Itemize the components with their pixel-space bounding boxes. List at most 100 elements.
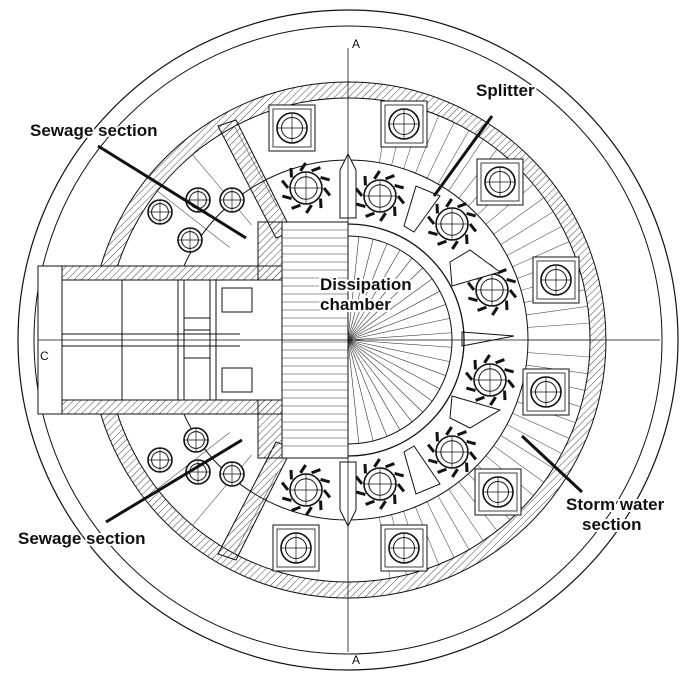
impeller-blade [477, 305, 487, 312]
fan-line [347, 339, 413, 423]
pump-unit [464, 354, 516, 406]
leader-splitter [432, 115, 494, 197]
impeller-blade [451, 468, 459, 478]
fan-line [347, 339, 401, 431]
radial-line [493, 197, 544, 235]
splitter-wedge [403, 445, 441, 495]
impeller-blade [280, 481, 290, 491]
leader-sewage-bottom [105, 438, 243, 524]
impeller-blade [495, 358, 505, 365]
impeller-blade [299, 464, 307, 474]
impeller-blade [506, 277, 517, 284]
impeller-blade [322, 489, 332, 499]
impeller-blade [445, 198, 453, 208]
outer-boundary-circle [17, 9, 679, 671]
radial-line [526, 306, 588, 316]
fan-line [347, 239, 374, 341]
leader-storm [520, 434, 584, 494]
pump-frame-inner [384, 104, 424, 144]
pump-unit [532, 256, 580, 304]
impeller-blade [504, 367, 515, 374]
pump-unit [476, 158, 524, 206]
inlet-wall-bottom [61, 399, 283, 415]
pump-frame-inner [272, 108, 312, 148]
pump-unit [268, 104, 316, 152]
radial-line [512, 241, 570, 268]
impeller-blade [355, 490, 366, 497]
impeller-blade [373, 458, 381, 468]
impeller-blade [508, 289, 518, 299]
pump-unit [474, 468, 522, 516]
pump-frame-inner [480, 162, 520, 202]
impeller-blade [445, 426, 453, 436]
impeller-blade [385, 174, 395, 181]
fan-line [347, 267, 424, 341]
fan-line [347, 339, 450, 362]
impeller-blade [491, 306, 499, 316]
impeller-blade [427, 458, 438, 465]
impeller-blade [291, 203, 301, 210]
radial-line [157, 190, 230, 248]
radial-line [527, 352, 590, 358]
inner-boundary-circle [33, 25, 663, 655]
inlet-wall-top [61, 265, 283, 281]
impeller-blade [365, 499, 375, 506]
fan-line [347, 332, 452, 341]
radial-line [500, 211, 554, 245]
axis-marker-left: C [40, 349, 49, 363]
fan-line [347, 290, 440, 341]
pump-unit [380, 524, 428, 572]
radial-line [448, 489, 484, 541]
pump-unit [219, 187, 245, 213]
impeller-blade [489, 396, 497, 406]
inlet-gate-4 [183, 345, 211, 359]
pump-frame-inner [526, 372, 566, 412]
pump-unit [183, 427, 209, 453]
shaft-wall [89, 81, 607, 599]
label-dissipation-line1: Dissipation [320, 275, 412, 294]
pump-frame-inner [276, 528, 316, 568]
impeller-blade [457, 202, 467, 209]
impeller-blade [305, 506, 313, 516]
impeller-blade [451, 240, 459, 250]
pump-unit [177, 227, 203, 253]
fan-line [347, 339, 374, 441]
splitter-wedge [449, 395, 502, 429]
fan-line [347, 339, 360, 444]
impeller-blade [426, 443, 436, 453]
pump-unit [147, 447, 173, 473]
impeller-blade [464, 371, 474, 381]
impeller-blade [468, 223, 478, 233]
inlet-gate-1 [221, 287, 253, 313]
label-dissipation-line2: chamber [320, 295, 391, 314]
impeller-blade [466, 211, 477, 218]
impeller-blade [394, 471, 405, 478]
impeller-blade [457, 430, 467, 437]
impeller-blade [305, 204, 313, 214]
impeller-blade [281, 496, 292, 503]
pump-unit [522, 368, 570, 416]
impeller-blade [365, 211, 375, 218]
pump-frame-inner [536, 260, 576, 300]
impeller-blade [373, 170, 381, 180]
fan-line [347, 236, 360, 341]
radial-line [192, 154, 252, 226]
splitter-wedge [461, 331, 515, 347]
pump-unit [354, 458, 406, 510]
pump-frame-inner [384, 528, 424, 568]
pump-unit [354, 170, 406, 222]
impeller-blade [427, 230, 438, 237]
pump-unit [380, 100, 428, 148]
radial-line [426, 501, 455, 558]
impeller-blade [483, 354, 491, 364]
pump-unit [272, 524, 320, 572]
radial-line [493, 445, 544, 483]
label-storm-line1: Storm water [566, 495, 665, 514]
impeller-blade [354, 475, 364, 485]
splitter-wedge [449, 249, 502, 287]
fan-line [347, 278, 433, 341]
inlet-gate-3 [183, 317, 211, 331]
label-sewage-bottom-text: Sewage section [18, 529, 146, 548]
pump-unit [280, 464, 332, 516]
impeller-blade [467, 296, 478, 303]
